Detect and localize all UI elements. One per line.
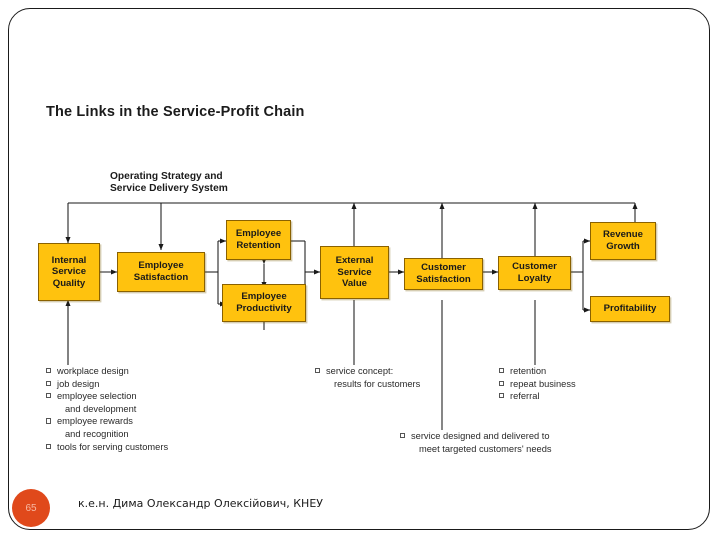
annotation-item: repeat business <box>499 378 576 391</box>
annotation-text: job design <box>57 378 100 389</box>
annotation-text: retention <box>510 366 547 376</box>
annotation-item: job design <box>46 378 168 391</box>
annotation-text: tools for serving customers <box>57 441 169 452</box>
footer-attribution: к.е.н. Дима Олександр Олексійович, КНЕУ <box>78 497 323 510</box>
square-bullet-icon <box>46 368 52 374</box>
node-label-line: Customer <box>421 262 466 274</box>
annotation-continuation: and development <box>65 403 137 414</box>
node-label-line: Value <box>341 278 368 290</box>
page-number-label: 65 <box>25 502 37 514</box>
node-label-line: Growth <box>606 241 640 252</box>
node-label-line: Quality <box>52 277 86 289</box>
annotation-text: employee selection <box>57 391 137 402</box>
node-label-line: Profitability <box>603 303 657 315</box>
annotation-continuation: results for customers <box>334 378 421 389</box>
annotations-customer-satisfaction: service designed and delivered to meet ta… <box>400 430 552 455</box>
node-label-line: Employee <box>241 291 287 303</box>
node-label-line: Customer <box>512 261 557 273</box>
node-label-line: Loyalty <box>517 273 552 284</box>
annotations-external-service-value: service concept: results for customers <box>315 365 420 390</box>
node-label-line: Satisfaction <box>133 272 189 283</box>
annotation-continuation: and recognition <box>65 428 129 439</box>
square-bullet-icon <box>46 380 52 386</box>
annotation-text: employee rewards <box>57 416 133 427</box>
operating-strategy-line: Service Delivery System <box>110 183 228 195</box>
annotation-item: referral <box>499 390 576 403</box>
node-label-line: Employee <box>235 228 282 240</box>
annotation-item: employee selection <box>46 390 168 403</box>
square-bullet-icon <box>46 393 52 399</box>
node-label-line: Service <box>51 266 87 278</box>
square-bullet-icon <box>46 443 52 449</box>
square-bullet-icon <box>46 418 52 424</box>
node-label-line: External <box>335 255 374 267</box>
node-label-line: Revenue <box>603 229 643 241</box>
node-label-line: Retention <box>236 240 281 251</box>
annotations-customer-loyalty: retention repeat business referral <box>499 365 576 403</box>
annotation-text: workplace design <box>57 366 129 376</box>
square-bullet-icon <box>315 368 321 374</box>
annotation-text: repeat business <box>510 378 576 389</box>
annotation-item: service concept: <box>315 365 420 378</box>
annotation-item: workplace design <box>46 365 168 378</box>
node-label-line: Employee <box>138 260 184 272</box>
annotation-text: referral <box>510 391 540 402</box>
square-bullet-icon <box>499 368 505 374</box>
annotation-item: tools for serving customers <box>46 441 168 454</box>
square-bullet-icon <box>499 393 505 399</box>
annotation-item: employee rewards <box>46 415 168 428</box>
annotations-internal-service-quality: workplace design job design employee selec… <box>46 365 168 453</box>
node-label-line: Service <box>337 266 372 278</box>
square-bullet-icon <box>400 433 406 439</box>
page-title: The Links in the Service-Profit Chain <box>46 104 305 120</box>
node-label: Profitability <box>604 303 657 315</box>
annotation-continuation: meet targeted customers' needs <box>419 443 552 454</box>
node-label-line: Productivity <box>236 303 292 314</box>
annotation-text: service concept: <box>326 366 394 376</box>
node-profitability[interactable]: Profitability <box>590 296 670 322</box>
page-number-badge: 65 <box>12 489 50 527</box>
annotation-item: service designed and delivered to <box>400 430 552 443</box>
annotation-item: retention <box>499 365 576 378</box>
node-label-line: Satisfaction <box>416 274 471 285</box>
operating-strategy-line: Operating Strategy and <box>110 171 223 182</box>
annotation-text: service designed and delivered to <box>411 431 550 441</box>
square-bullet-icon <box>499 380 505 386</box>
node-label-line: Internal <box>51 254 87 266</box>
